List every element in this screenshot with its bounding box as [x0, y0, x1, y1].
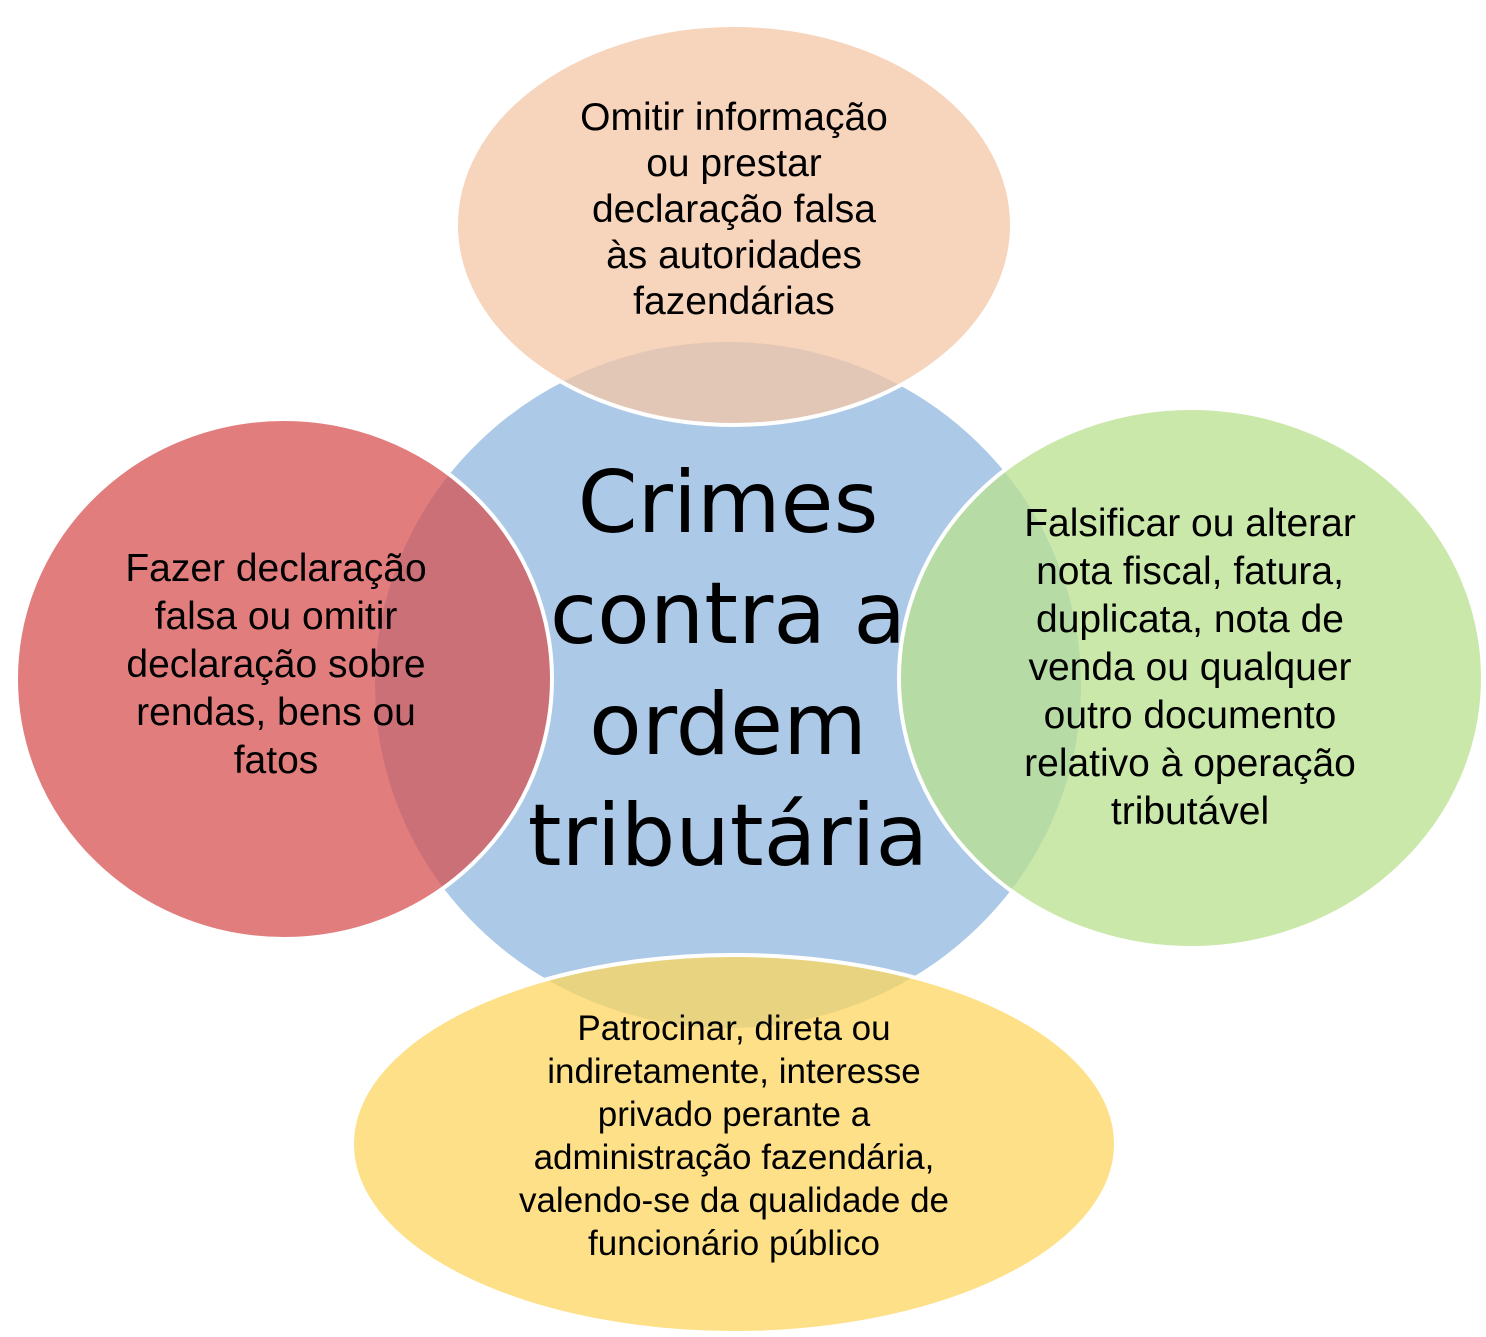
left-label: Fazer declaração falsa ou omitir declara…	[125, 547, 427, 782]
top-label: Omitir informação ou prestar declaração …	[580, 96, 888, 323]
right-label: Falsificar ou alterar nota fiscal, fatur…	[1024, 501, 1356, 833]
center-label: Crimes contra a ordem tributária	[527, 453, 929, 886]
right-circle	[897, 406, 1485, 950]
bottom-circle	[350, 953, 1118, 1335]
left-circle	[14, 417, 554, 941]
bottom-label: Patrocinar, direta ou indiretamente, int…	[518, 1008, 950, 1263]
top-circle	[454, 23, 1014, 427]
